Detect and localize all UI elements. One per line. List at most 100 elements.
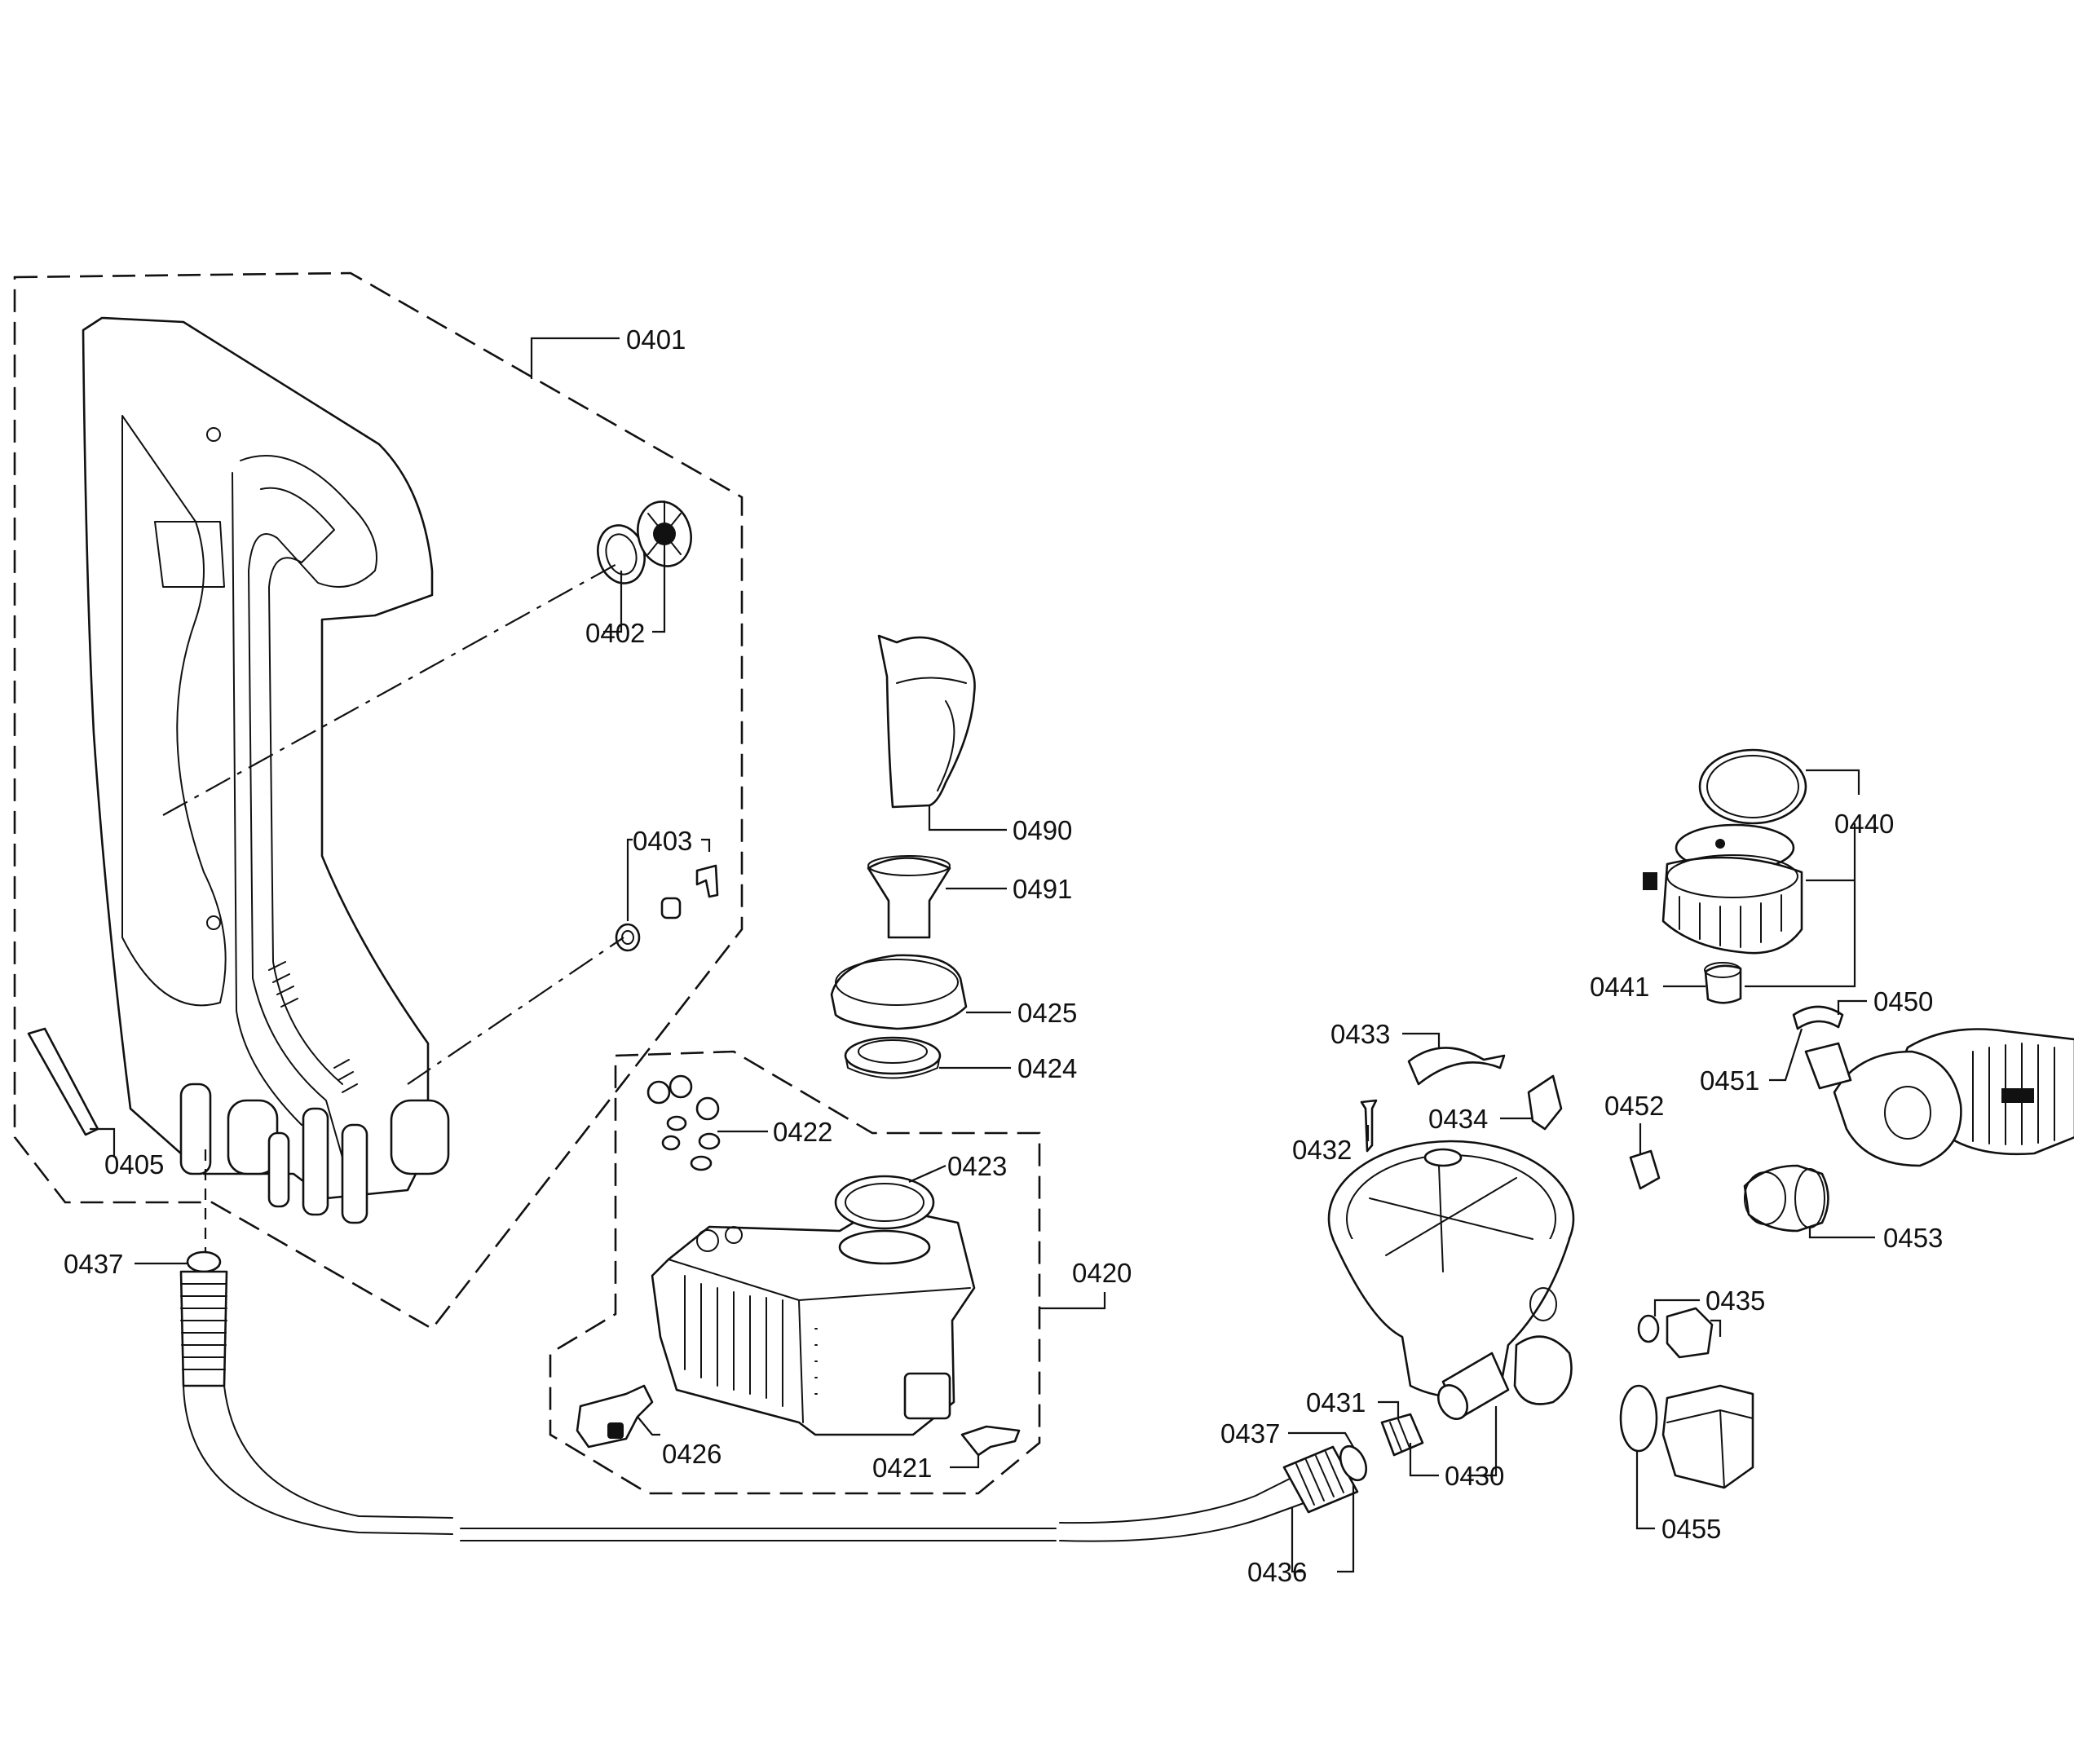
- label-0440: 0440: [1834, 809, 1894, 839]
- pump-inlet: [1804, 1042, 1852, 1090]
- funnel-0490-detail: [896, 677, 967, 792]
- clip-0405: [27, 1027, 99, 1136]
- clip-0403: [695, 864, 719, 898]
- leader-0433: [1402, 1032, 1441, 1047]
- sump-top-tube: [1423, 1148, 1463, 1167]
- water-channel-inner: [260, 487, 343, 1085]
- pump-volute-eye: [1884, 1086, 1931, 1140]
- panel-group-0401: [13, 271, 744, 1330]
- tank-port-2: [725, 1226, 743, 1244]
- label-0426: 0426: [662, 1439, 721, 1469]
- o-ring-0403: [615, 923, 641, 952]
- cover-0425-top: [835, 959, 959, 1006]
- label-0431: 0431: [1306, 1387, 1366, 1418]
- leader-0405: [90, 1127, 116, 1158]
- cap-0491-rim: [867, 855, 951, 876]
- hose-clamp-0437-left: [186, 1250, 222, 1273]
- label-0421: 0421: [872, 1453, 932, 1483]
- water-channel-side: [232, 472, 302, 1126]
- part-labels: 0401 0402 0403 0405 0437 0490 0491 0425 …: [64, 324, 1943, 1587]
- label-0430: 0430: [1445, 1461, 1504, 1491]
- sump-side-port-ring: [1529, 1287, 1557, 1321]
- leader-0423: [908, 1164, 947, 1184]
- grommet-5: [698, 1132, 721, 1150]
- impeller-0441: [1704, 964, 1742, 1004]
- label-0437b: 0437: [1220, 1418, 1280, 1449]
- ring-0424-band: [845, 1055, 941, 1079]
- hose-clamp-0437-right: [1339, 1444, 1368, 1482]
- tank-connector: [903, 1372, 951, 1420]
- drain-hose-mid: [460, 1528, 1057, 1541]
- pump-0455: [1661, 1384, 1754, 1489]
- centerline-0402: [162, 562, 620, 816]
- label-0451: 0451: [1700, 1065, 1759, 1096]
- grommet-7: [661, 1135, 681, 1151]
- grommet-4: [666, 1115, 687, 1131]
- sensor-0426-dark: [607, 1422, 624, 1439]
- leader-0440: [1745, 769, 1860, 988]
- leader-0426: [637, 1416, 660, 1436]
- mount-hole-lower: [206, 915, 221, 930]
- label-0403: 0403: [633, 826, 692, 856]
- water-tank-ribs: [684, 1275, 783, 1407]
- label-0437a: 0437: [64, 1249, 123, 1279]
- connector-a: [179, 1083, 212, 1175]
- hydraulic-panel: [82, 316, 434, 1200]
- label-0441: 0441: [1590, 972, 1649, 1002]
- housing-0440-ribs: [1679, 894, 1782, 948]
- sump-0430: [1327, 1047, 1754, 1489]
- label-0405: 0405: [104, 1149, 164, 1180]
- o-ring-0435: [1637, 1314, 1660, 1343]
- tank-neck: [838, 1229, 931, 1265]
- check-valve-0431: [1380, 1413, 1424, 1457]
- leader-0420: [1039, 1292, 1106, 1310]
- cover-0433: [1407, 1047, 1506, 1086]
- drain-hose-group: [179, 1149, 1368, 1542]
- hose-corrugations-right: [1295, 1451, 1344, 1506]
- label-0436: 0436: [1247, 1557, 1307, 1587]
- gasket-0440: [1698, 748, 1807, 825]
- label-0425: 0425: [1017, 998, 1077, 1028]
- label-0434: 0434: [1428, 1104, 1488, 1134]
- leader-0437b: [1288, 1431, 1354, 1448]
- sensor-0435: [1666, 1307, 1714, 1359]
- centerline-0403: [407, 937, 624, 1085]
- leader-0455: [1635, 1451, 1655, 1530]
- label-0491: 0491: [1013, 874, 1072, 904]
- label-0490: 0490: [1013, 815, 1072, 845]
- tank-group-0420: [549, 1050, 1041, 1495]
- leader-0402: [603, 550, 666, 633]
- tank-port-1: [696, 1229, 719, 1252]
- tank-side-dots: [814, 1328, 818, 1395]
- label-0452: 0452: [1604, 1091, 1664, 1121]
- grommet-1: [646, 1080, 671, 1105]
- adapter-0453: [1743, 1164, 1829, 1233]
- leader-0431: [1378, 1400, 1400, 1417]
- label-0423: 0423: [947, 1151, 1007, 1181]
- label-0455: 0455: [1661, 1514, 1721, 1544]
- label-0402: 0402: [585, 618, 645, 648]
- o-ring-0455: [1619, 1384, 1658, 1453]
- chamber-top: [154, 521, 225, 588]
- housing-0440-top: [1666, 854, 1798, 898]
- leader-0451: [1769, 1028, 1803, 1082]
- connector-c: [302, 1107, 329, 1216]
- leader-lines: [90, 337, 1875, 1573]
- heater-assembly-0440: [1643, 748, 1807, 1004]
- grommet-6: [690, 1155, 713, 1171]
- label-0433: 0433: [1330, 1019, 1390, 1049]
- o-ring-0403-inner: [621, 930, 634, 945]
- sump-outlet-end: [1437, 1384, 1468, 1420]
- grommet-2: [669, 1074, 693, 1099]
- hose-corrugations-left: [180, 1283, 227, 1370]
- mount-hole: [206, 427, 221, 442]
- hose-corrugated-right: [1282, 1445, 1359, 1514]
- water-channel-outer: [240, 455, 377, 1158]
- sump-filter-frame: [1369, 1165, 1533, 1272]
- cap-0491: [867, 857, 951, 939]
- pump-0455-detail: [1666, 1409, 1754, 1488]
- clip-0421: [960, 1425, 1021, 1457]
- label-0420: 0420: [1072, 1258, 1132, 1288]
- drain-hose-right: [1059, 1475, 1313, 1542]
